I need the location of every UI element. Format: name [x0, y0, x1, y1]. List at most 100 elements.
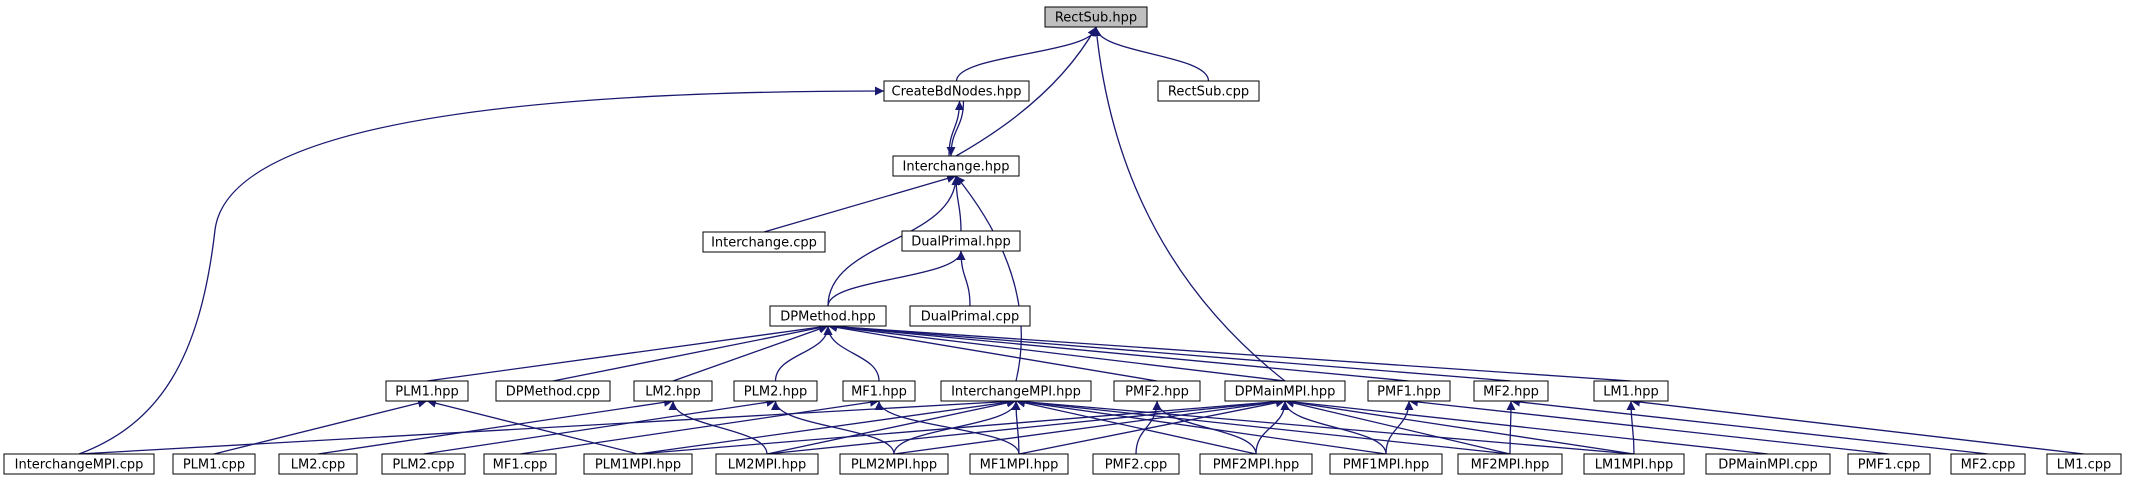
node-box — [1705, 453, 1831, 475]
node-lm2mpi-hpp[interactable]: LM2MPI.hpp — [715, 453, 819, 475]
edge-lm1mpi-hpp-to-lm1-hpp — [1626, 400, 1636, 455]
node-label: MF1.hpp — [851, 385, 907, 400]
node-lm2-cpp[interactable]: LM2.cpp — [278, 453, 358, 475]
node-label: PMF2.hpp — [1125, 385, 1189, 400]
node-pmf1-cpp[interactable]: PMF1.cpp — [1847, 453, 1931, 475]
node-dpmainmpi-cpp[interactable]: DPMainMPI.cpp — [1705, 453, 1831, 475]
node-dpmethod-hpp[interactable]: DPMethod.hpp — [769, 305, 887, 327]
node-label: PMF1.cpp — [1858, 458, 1921, 473]
node-label: DPMainMPI.hpp — [1235, 385, 1336, 400]
node-label: DPMethod.hpp — [780, 310, 875, 325]
node-interchangempi-cpp[interactable]: InterchangeMPI.cpp — [3, 453, 155, 475]
node-box — [495, 380, 611, 402]
node-box — [1224, 380, 1346, 402]
edge-pmf1-hpp-to-dpmethod-hpp — [827, 322, 1410, 382]
node-plm1-hpp[interactable]: PLM1.hpp — [385, 380, 469, 402]
node-mf1-cpp[interactable]: MF1.cpp — [483, 453, 557, 475]
node-dpmethod-cpp[interactable]: DPMethod.cpp — [495, 380, 611, 402]
node-lm2-hpp[interactable]: LM2.hpp — [633, 380, 713, 402]
node-plm1mpi-hpp[interactable]: PLM1MPI.hpp — [583, 453, 693, 475]
node-box — [633, 380, 713, 402]
node-dualprimal-hpp[interactable]: DualPrimal.hpp — [901, 230, 1021, 252]
edge-dpmainmpi-hpp-to-rectsub-hpp — [1092, 26, 1286, 382]
node-interchangempi-hpp[interactable]: InterchangeMPI.hpp — [940, 380, 1092, 402]
edge-mf2-cpp-to-mf2-hpp — [1510, 397, 1989, 455]
node-pmf2-hpp[interactable]: PMF2.hpp — [1113, 380, 1201, 402]
edge-pmf1mpi-hpp-to-interchangempi-hpp — [1015, 397, 1387, 455]
node-pmf1-hpp[interactable]: PMF1.hpp — [1367, 380, 1451, 402]
edge-lm1mpi-hpp-to-interchangempi-hpp — [1015, 397, 1635, 455]
node-label: InterchangeMPI.cpp — [15, 458, 144, 473]
node-pmf2mpi-hpp[interactable]: PMF2MPI.hpp — [1199, 453, 1313, 475]
edge-plm1mpi-hpp-to-interchangempi-hpp — [637, 397, 1017, 455]
node-box — [2046, 453, 2122, 475]
edge-dpmethod-hpp-to-interchange-hpp — [827, 175, 961, 307]
node-mf2-hpp[interactable]: MF2.hpp — [1473, 380, 1549, 402]
node-lm1mpi-hpp[interactable]: LM1MPI.hpp — [1583, 453, 1685, 475]
edge-plm2mpi-hpp-to-plm2-hpp — [771, 400, 895, 455]
node-box — [969, 453, 1069, 475]
node-interchange-cpp[interactable]: Interchange.cpp — [702, 231, 826, 253]
node-label: LM2.hpp — [645, 385, 701, 400]
node-plm2-cpp[interactable]: PLM2.cpp — [381, 453, 466, 475]
node-box — [909, 305, 1031, 327]
node-pmf1mpi-hpp[interactable]: PMF1MPI.hpp — [1329, 453, 1443, 475]
node-label: InterchangeMPI.hpp — [951, 385, 1081, 400]
edge-plm2mpi-hpp-to-dpmainmpi-hpp — [893, 397, 1286, 455]
edge-mf1mpi-hpp-to-interchangempi-hpp — [1011, 400, 1021, 455]
node-pmf2-cpp[interactable]: PMF2.cpp — [1092, 453, 1180, 475]
node-mf2mpi-hpp[interactable]: MF2MPI.hpp — [1457, 453, 1563, 475]
node-plm2-hpp[interactable]: PLM2.hpp — [733, 380, 818, 402]
node-box — [702, 231, 826, 253]
node-lm1-cpp[interactable]: LM1.cpp — [2046, 453, 2122, 475]
node-label: DPMethod.cpp — [506, 385, 600, 400]
edge-interchangempi-cpp-to-createbdnodes-hpp — [78, 86, 885, 455]
node-rectsub-cpp[interactable]: RectSub.cpp — [1157, 80, 1260, 102]
edge-interchangempi-cpp-to-interchangempi-hpp — [78, 397, 1017, 455]
edge-rectsub-cpp-to-rectsub-hpp — [1091, 26, 1210, 82]
edge-pmf2mpi-hpp-to-pmf2-hpp — [1152, 400, 1257, 455]
node-mf1-hpp[interactable]: MF1.hpp — [842, 380, 916, 402]
node-box — [1473, 380, 1549, 402]
node-box — [3, 453, 155, 475]
node-box — [1044, 6, 1148, 28]
node-mf1mpi-hpp[interactable]: MF1MPI.hpp — [969, 453, 1069, 475]
node-box — [1367, 380, 1451, 402]
edge-dualprimal-cpp-to-dualprimal-hpp — [956, 250, 971, 307]
node-box — [842, 380, 916, 402]
node-box — [733, 380, 818, 402]
node-mf2-cpp[interactable]: MF2.cpp — [1950, 453, 2026, 475]
edge-pmf1-cpp-to-pmf1-hpp — [1408, 397, 1890, 455]
node-dpmainmpi-hpp[interactable]: DPMainMPI.hpp — [1224, 380, 1346, 402]
node-label: PLM1.cpp — [183, 458, 245, 473]
node-plm1-cpp[interactable]: PLM1.cpp — [172, 453, 256, 475]
node-box — [1113, 380, 1201, 402]
node-rectsub-hpp[interactable]: RectSub.hpp — [1044, 6, 1148, 28]
edge-plm1-cpp-to-plm1-hpp — [213, 398, 428, 455]
edge-pmf1mpi-hpp-to-pmf1-hpp — [1385, 400, 1414, 455]
edge-pmf2mpi-hpp-to-interchangempi-hpp — [1015, 398, 1257, 455]
node-label: DualPrimal.cpp — [921, 310, 1019, 325]
node-box — [883, 80, 1030, 102]
node-label: DualPrimal.hpp — [911, 235, 1011, 250]
edge-mf1mpi-hpp-to-mf1-hpp — [874, 400, 1020, 455]
node-box — [769, 305, 887, 327]
node-label: RectSub.cpp — [1168, 85, 1249, 100]
node-lm1-hpp[interactable]: LM1.hpp — [1593, 380, 1669, 402]
node-createbdnodes-hpp[interactable]: CreateBdNodes.hpp — [883, 80, 1030, 102]
edge-lm1-hpp-to-dpmethod-hpp — [827, 322, 1632, 382]
node-dualprimal-cpp[interactable]: DualPrimal.cpp — [909, 305, 1031, 327]
node-box — [483, 453, 557, 475]
node-label: CreateBdNodes.hpp — [892, 85, 1022, 100]
node-label: PLM1.hpp — [395, 385, 458, 400]
node-box — [1199, 453, 1313, 475]
edge-lm2mpi-hpp-to-lm2-hpp — [668, 400, 768, 455]
node-label: PLM2.hpp — [744, 385, 807, 400]
edge-plm2-hpp-to-dpmethod-hpp — [774, 325, 833, 382]
node-label: PMF1.hpp — [1377, 385, 1441, 400]
node-interchange-hpp[interactable]: Interchange.hpp — [892, 155, 1020, 177]
edge-interchangempi-hpp-to-interchange-hpp — [955, 175, 1022, 382]
node-plm2mpi-hpp[interactable]: PLM2MPI.hpp — [839, 453, 949, 475]
